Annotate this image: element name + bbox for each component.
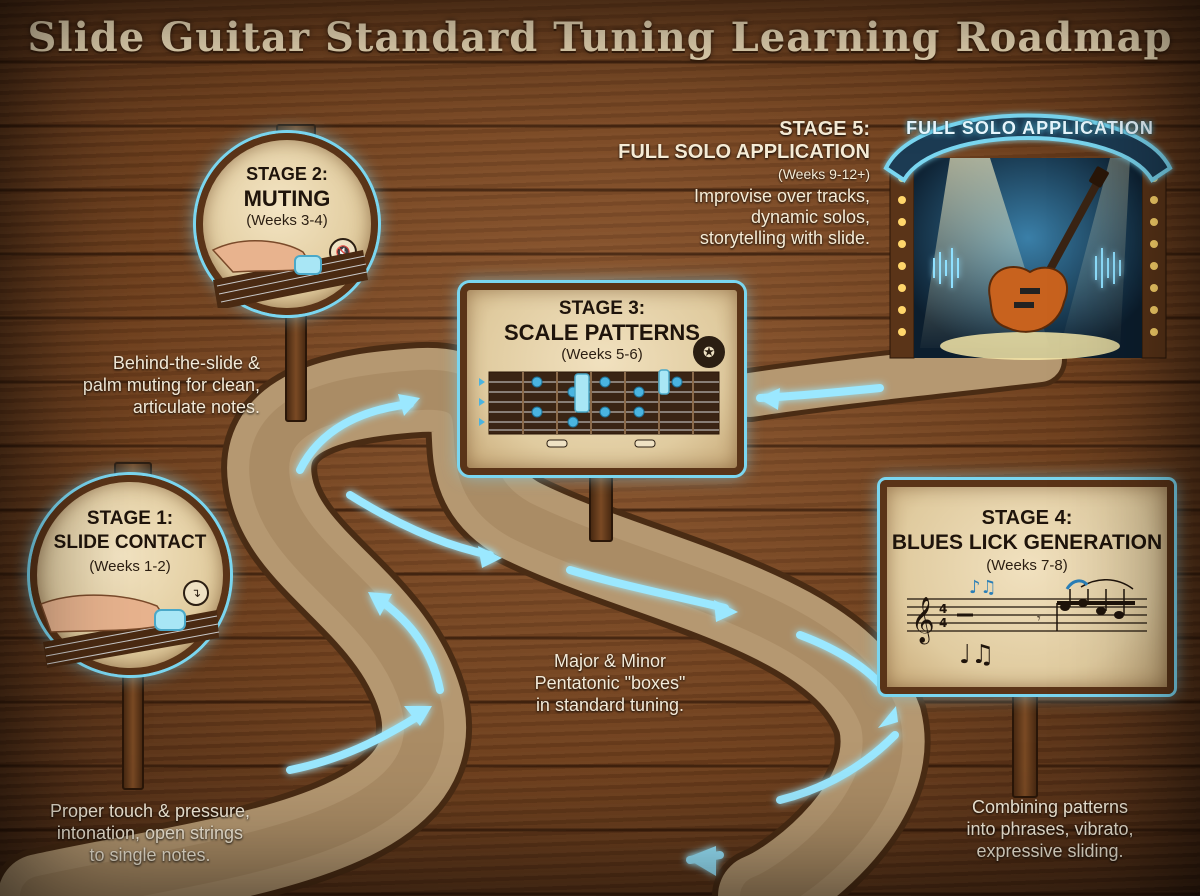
stage4-weeks: (Weeks 7-8) (986, 557, 1068, 574)
desc-line: to single notes. (89, 845, 211, 865)
svg-text:♩♫: ♩♫ (959, 640, 995, 670)
desc-line: Major & Minor (553, 651, 667, 671)
scale-fretboard-diagram (479, 369, 720, 448)
stage4-sign: STAGE 4: BLUES LICK GENERATION (Weeks 7-… (880, 480, 1174, 694)
desc-line: into phrases, vibrato, (966, 819, 1134, 839)
stage5-label: STAGE 5: (779, 118, 870, 140)
pentagon-notes-icon: ✪ (693, 336, 725, 368)
desc-line: storytelling with slide. (699, 228, 870, 248)
desc-line: Combining patterns (971, 797, 1129, 817)
svg-text:♪♫: ♪♫ (969, 579, 997, 598)
svg-text:4: 4 (939, 602, 947, 616)
stage2-post (285, 300, 307, 422)
electric-guitar-icon (988, 166, 1109, 333)
solo-archway (883, 113, 1173, 360)
stage3-post (589, 466, 613, 542)
desc-line: Pentatonic "boxes" (534, 673, 686, 693)
desc-line: Behind-the-slide & (112, 353, 260, 373)
desc-line: dynamic solos, (750, 207, 870, 227)
stage3-description: Major & Minor Pentatonic "boxes" in stan… (500, 650, 720, 716)
desc-line: expressive sliding. (976, 841, 1124, 861)
stage2-weeks: (Weeks 3-4) (246, 212, 328, 229)
stage5-name: FULL SOLO APPLICATION (618, 141, 870, 163)
slide-connect-icon: ↴ (183, 580, 209, 606)
svg-text:4: 4 (939, 616, 947, 630)
stage5-weeks: (Weeks 9-12+) (778, 166, 870, 182)
stage4-name: BLUES LICK GENERATION (891, 531, 1163, 554)
stage4-label: STAGE 4: (981, 507, 1073, 529)
stage4-post (1012, 682, 1038, 798)
stage4-description: Combining patterns into phrases, vibrato… (940, 796, 1160, 862)
stage1-sign: STAGE 1: SLIDE CONTACT (Weeks 1-2) ↴ (30, 475, 230, 675)
stage5-text: STAGE 5: FULL SOLO APPLICATION (Weeks 9-… (600, 118, 870, 249)
svg-text:𝄾: 𝄾 (1037, 611, 1041, 627)
stage1-label: STAGE 1: (86, 508, 174, 529)
stage1-post (122, 660, 144, 790)
fretboard-hand-illustration (211, 240, 368, 308)
desc-line: Improvise over tracks, (693, 186, 870, 206)
stage2-description: Behind-the-slide & palm muting for clean… (60, 352, 260, 418)
desc-line: Proper touch & pressure, (49, 801, 251, 821)
desc-line: intonation, open strings (56, 823, 244, 843)
stage2-name: MUTING (243, 186, 331, 211)
stage1-name: SLIDE CONTACT (53, 532, 207, 553)
arch-label: FULL SOLO APPLICATION (906, 118, 1154, 138)
desc-line: palm muting for clean, (82, 375, 260, 395)
stage2-label: STAGE 2: (246, 164, 328, 184)
slide-hand-illustration (40, 594, 220, 668)
stage3-name: SCALE PATTERNS (504, 320, 700, 345)
desc-line: articulate notes. (132, 397, 260, 417)
stage1-weeks: (Weeks 1-2) (89, 558, 171, 575)
stage3-label: STAGE 3: (558, 298, 646, 319)
stage1-description: Proper touch & pressure, intonation, ope… (20, 800, 280, 866)
sheet-music-icon: 𝄞 4 4 ♪♫ ♩♫ 𝄾 (907, 579, 1147, 670)
page-title: Slide Guitar Standard Tuning Learning Ro… (27, 14, 1173, 61)
stage3-sign: STAGE 3: SCALE PATTERNS (Weeks 5-6) ✪ (460, 283, 744, 475)
desc-line: in standard tuning. (535, 695, 685, 715)
stage3-weeks: (Weeks 5-6) (561, 346, 643, 363)
svg-text:𝄞: 𝄞 (911, 597, 935, 645)
stage2-sign: STAGE 2: MUTING (Weeks 3-4) 🔇 (196, 133, 378, 315)
